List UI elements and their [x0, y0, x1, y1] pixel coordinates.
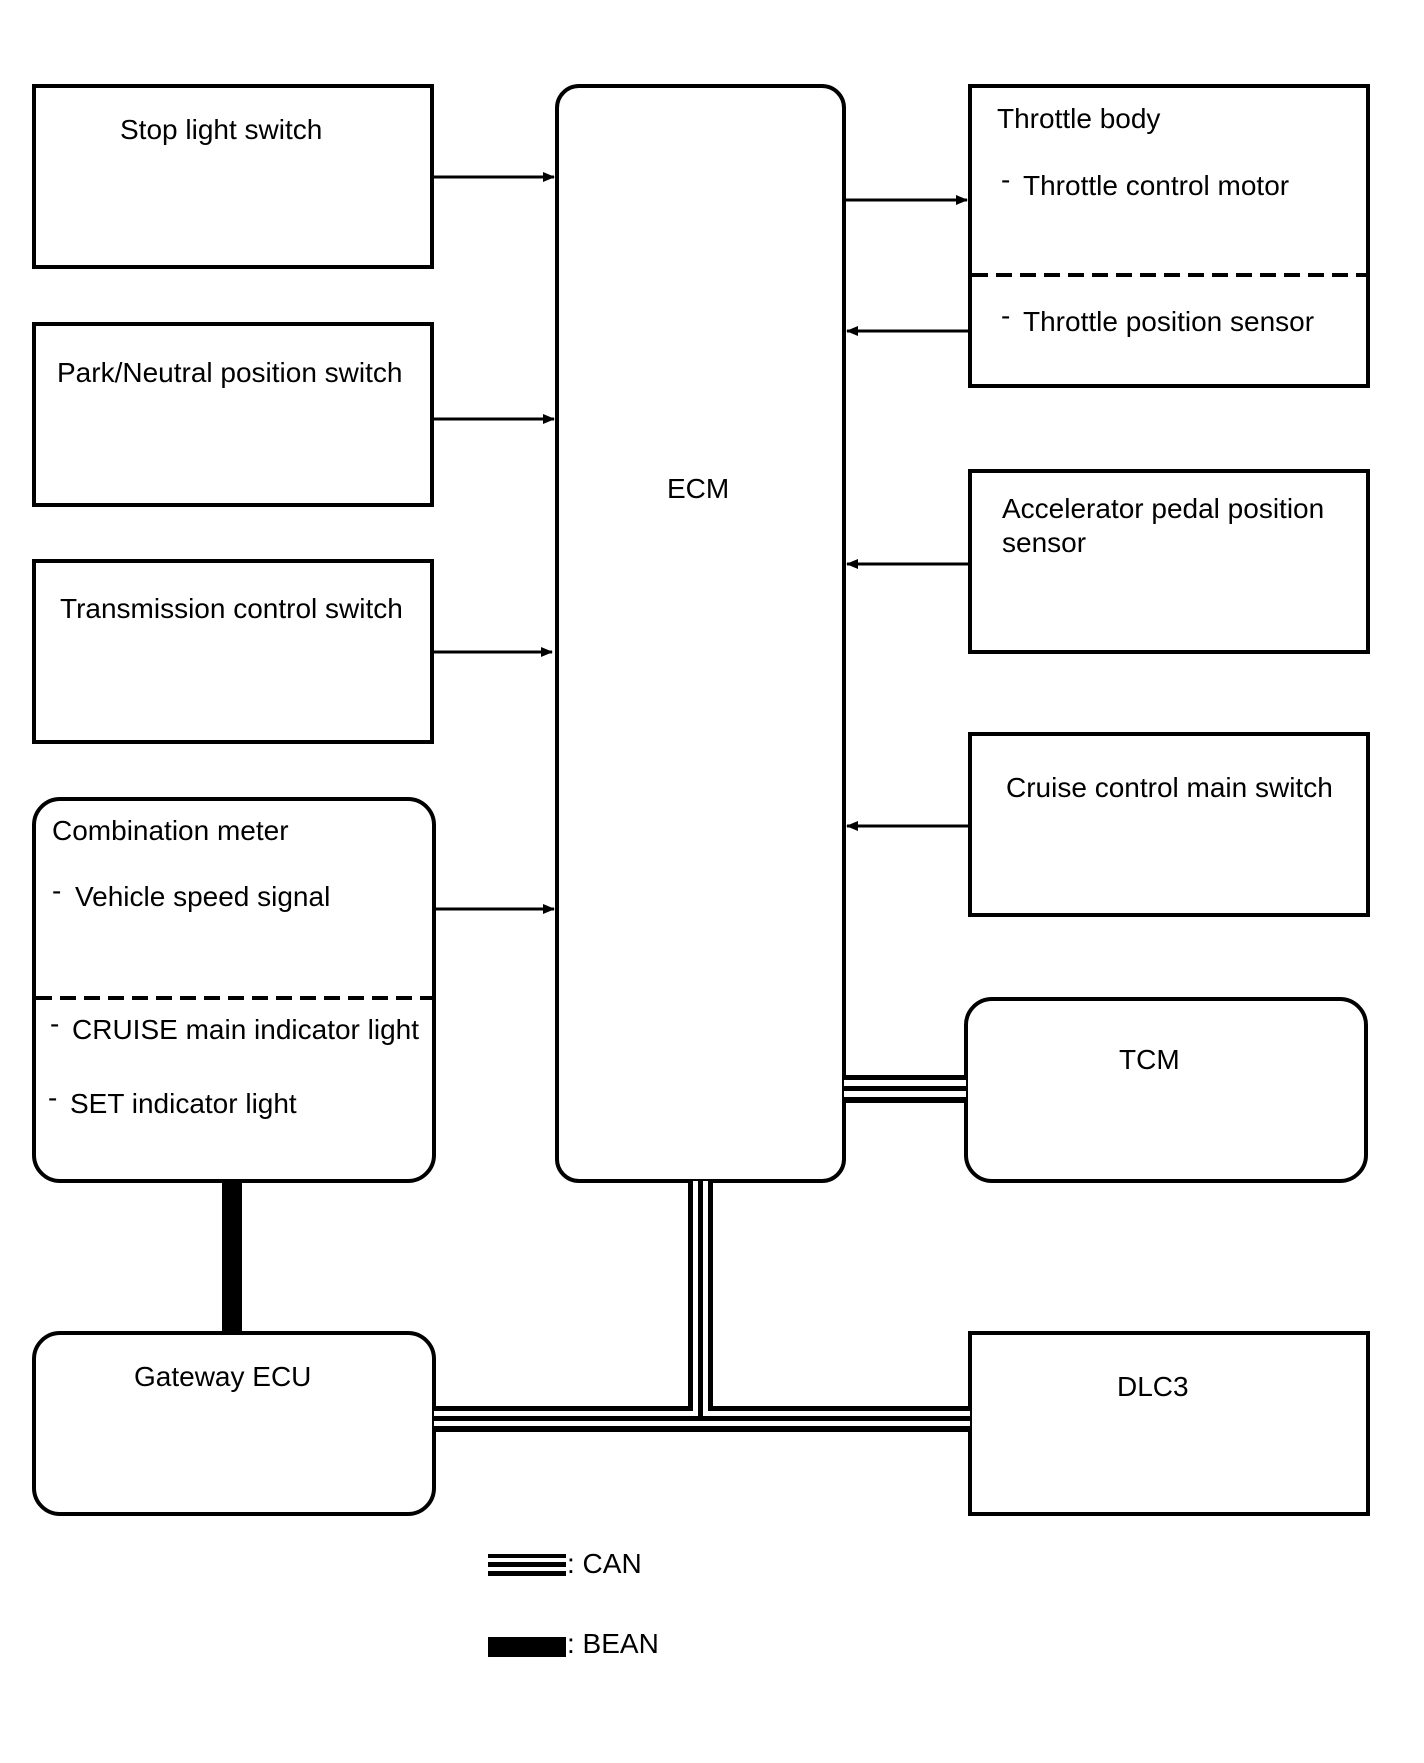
throttle-body-block: Throttle body - Throttle control motor -…	[968, 84, 1370, 388]
stop-light-switch-label: Stop light switch	[120, 114, 322, 145]
can-legend-label: : CAN	[567, 1548, 642, 1579]
bean-legend-symbol	[488, 1637, 566, 1657]
transmission-control-switch-block: Transmission control switch	[32, 559, 434, 744]
stop-light-switch-block: Stop light switch	[32, 84, 434, 269]
throttle-control-motor-label: Throttle control motor	[1023, 170, 1289, 201]
throttle-body-title: Throttle body	[997, 103, 1160, 134]
can-ecm-vertical-line	[688, 1181, 713, 1409]
throttle-body-dash-2: -	[1001, 300, 1010, 331]
combination-meter-dash-3: -	[48, 1082, 57, 1113]
transmission-control-switch-label: Transmission control switch	[60, 593, 403, 624]
combination-meter-dash-1: -	[52, 875, 61, 906]
dlc3-label: DLC3	[1117, 1371, 1189, 1402]
ecm-block: ECM	[555, 84, 846, 1183]
can-ecm-tcm-line	[844, 1075, 966, 1103]
park-neutral-switch-block: Park/Neutral position switch	[32, 322, 434, 507]
throttle-position-sensor-label: Throttle position sensor	[1023, 306, 1314, 337]
ecm-label: ECM	[667, 473, 729, 504]
bean-legend-label: : BEAN	[567, 1628, 659, 1659]
accelerator-pedal-sensor-block: Accelerator pedal position sensor	[968, 469, 1370, 654]
gateway-ecu-label: Gateway ECU	[134, 1361, 311, 1392]
cruise-main-switch-label: Cruise control main switch	[1006, 772, 1333, 803]
combination-meter-block: Combination meter - Vehicle speed signal…	[32, 797, 436, 1183]
cruise-main-indicator-label: CRUISE main indicator light	[72, 1014, 419, 1045]
legend: : CAN : BEAN	[488, 1548, 659, 1659]
accelerator-pedal-sensor-label-line1: Accelerator pedal position	[1002, 493, 1324, 524]
combination-meter-dash-2: -	[50, 1008, 59, 1039]
throttle-body-dash-1: -	[1001, 164, 1010, 195]
can-bus-horizontal-line	[434, 1406, 970, 1432]
park-neutral-switch-label: Park/Neutral position switch	[57, 357, 402, 388]
bean-meter-gateway-line	[222, 1181, 242, 1333]
cruise-main-switch-block: Cruise control main switch	[968, 732, 1370, 917]
dlc3-block: DLC3	[968, 1331, 1370, 1516]
combination-meter-title: Combination meter	[52, 815, 289, 846]
accelerator-pedal-sensor-label-line2: sensor	[1002, 527, 1086, 558]
gateway-ecu-block: Gateway ECU	[32, 1331, 436, 1516]
tcm-block: TCM	[964, 997, 1368, 1183]
vehicle-speed-signal-label: Vehicle speed signal	[75, 881, 330, 912]
can-legend-symbol	[488, 1554, 566, 1576]
tcm-label: TCM	[1119, 1044, 1180, 1075]
set-indicator-label: SET indicator light	[70, 1088, 297, 1119]
